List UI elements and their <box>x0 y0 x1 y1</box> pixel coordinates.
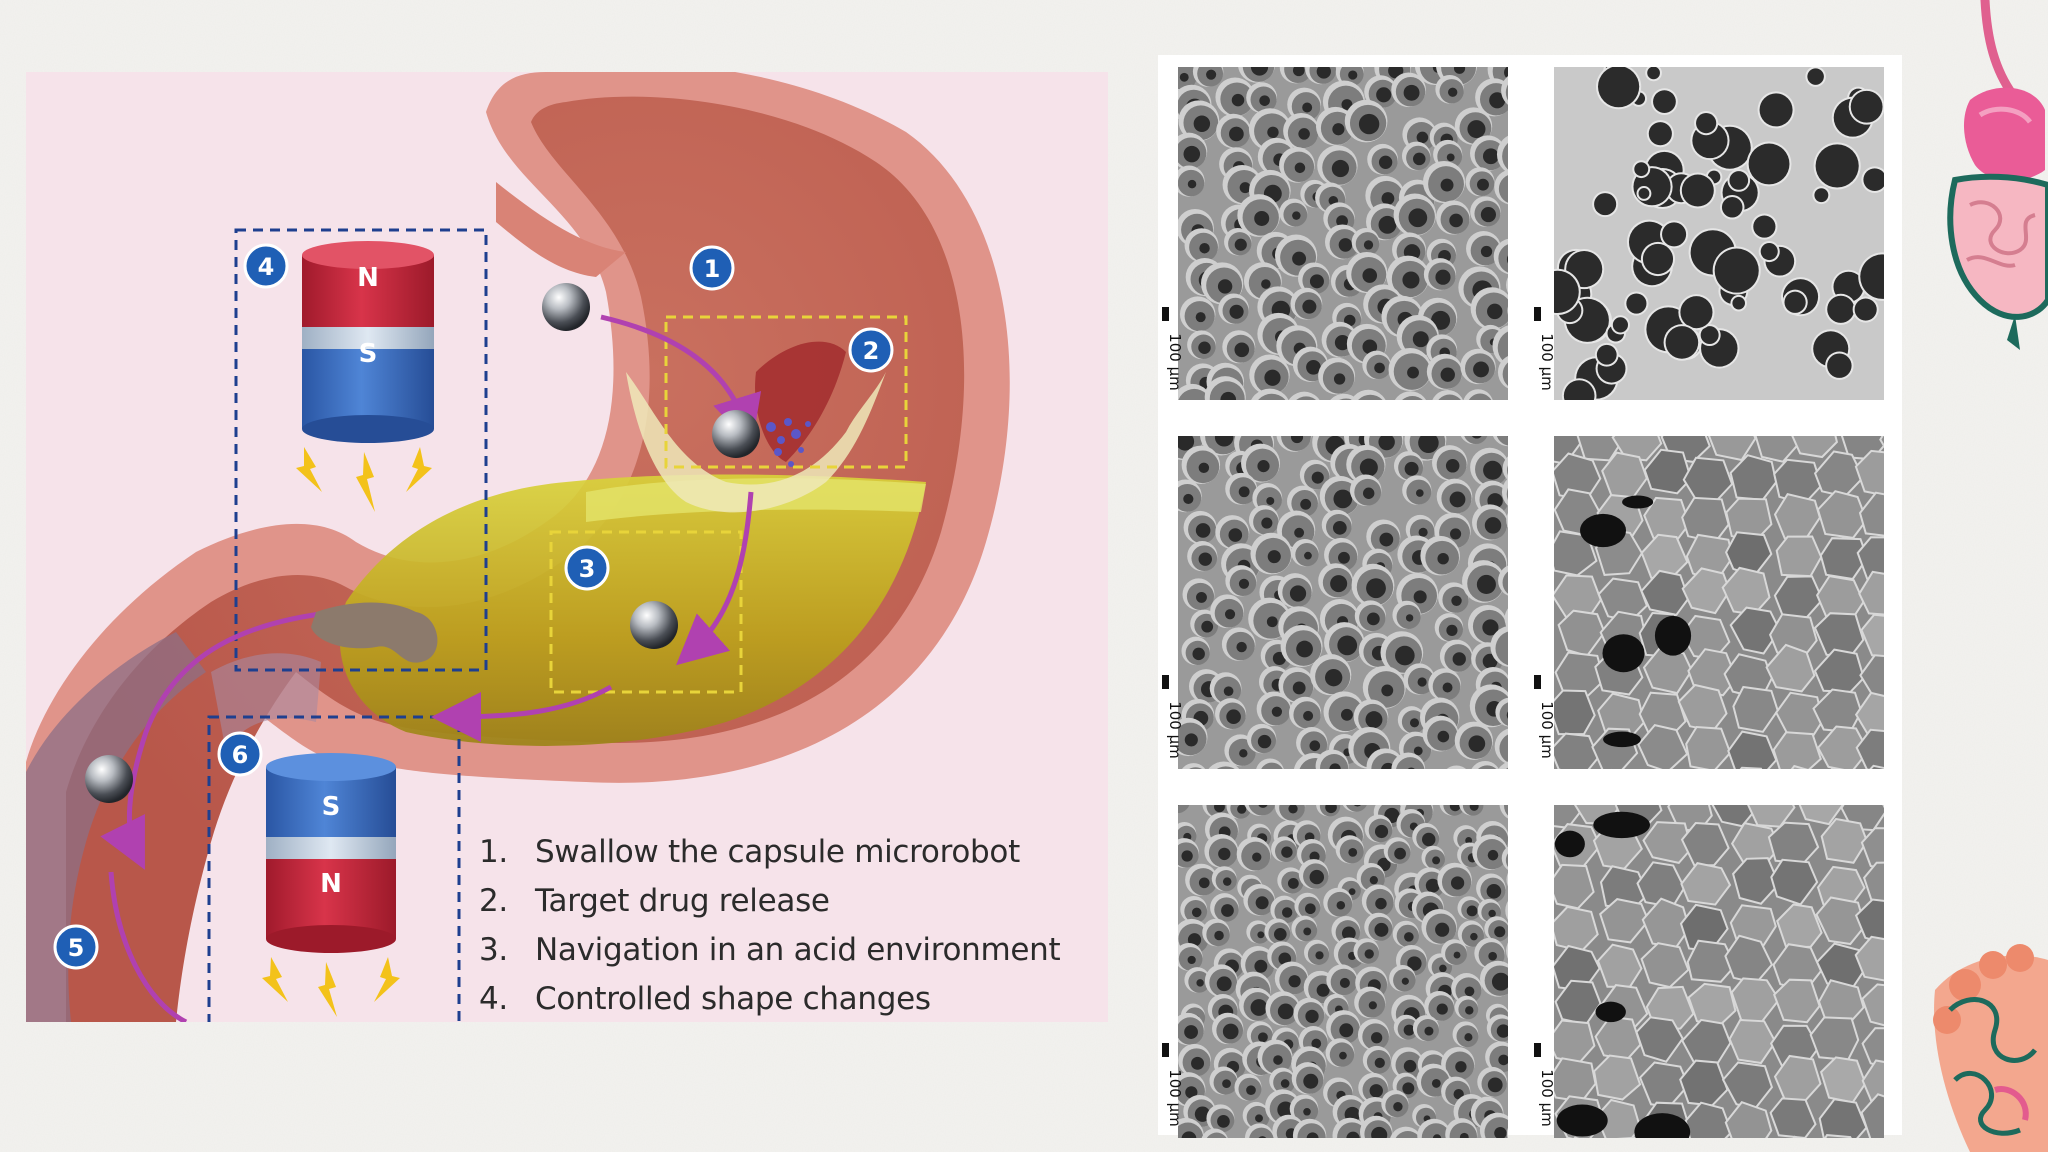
lesion <box>755 341 846 462</box>
microrobot-ball <box>85 755 133 803</box>
sem-image <box>1554 805 1884 1138</box>
sem-image <box>1554 67 1884 400</box>
step-marker-4: 4 <box>243 243 289 289</box>
scale-bar: 100 µm <box>1532 1043 1572 1133</box>
digestive-organ-illustrations <box>1933 0 2048 1152</box>
svg-text:4: 4 <box>258 253 275 281</box>
svg-text:2: 2 <box>863 337 880 365</box>
microrobot-ball <box>542 283 590 331</box>
step-marker-6: 6 <box>217 731 263 777</box>
sem-image <box>1178 805 1508 1138</box>
step-marker-5: 5 <box>53 924 99 970</box>
magnet-bottom-north-label: N <box>320 869 342 899</box>
microrobot-ball <box>630 601 678 649</box>
scale-bar: 100 µm <box>1160 675 1200 765</box>
step-marker-2: 2 <box>848 327 894 373</box>
esophagus <box>496 182 626 277</box>
magnet-top-north-label: N <box>357 263 379 293</box>
scale-bar: 100 µm <box>1532 675 1572 765</box>
magnet-top: N S <box>296 241 434 512</box>
steps-list: 1.Swallow the capsule microrobot 2.Targe… <box>479 834 1079 1022</box>
step-item: 1.Swallow the capsule microrobot <box>479 834 1020 870</box>
navigation-box <box>549 530 743 694</box>
shape-changed-robot <box>311 602 438 663</box>
intestine-icon <box>1933 944 2048 1152</box>
step-marker-1: 1 <box>689 245 735 291</box>
step-marker-3: 3 <box>564 545 610 591</box>
svg-text:6: 6 <box>232 741 249 769</box>
step-item: 3.Navigation in an acid environment <box>479 932 1061 968</box>
magnet-bottom-south-label: S <box>322 792 341 822</box>
acid-splash <box>626 372 886 513</box>
sem-micrograph-grid: 100 µm 100 µm 100 µm 100 µm 100 µm 100 µ… <box>1158 55 1902 1138</box>
duodenum-inner <box>211 653 321 752</box>
stomach-lumen <box>66 96 965 1022</box>
robot-path-arrows <box>100 314 762 1022</box>
svg-text:3: 3 <box>579 555 596 583</box>
magnet-top-south-label: S <box>359 339 378 369</box>
digestive-system-icon <box>1947 0 2048 350</box>
stomach-microrobot-diagram: N S S N <box>26 72 1108 1022</box>
magnet-box-bottom <box>207 715 461 1022</box>
svg-text:5: 5 <box>68 934 85 962</box>
sem-image <box>1554 436 1884 769</box>
sem-image <box>1178 67 1508 400</box>
scale-bar: 100 µm <box>1532 307 1572 397</box>
drug-release-box <box>664 315 908 469</box>
duodenum-loop <box>26 632 206 1022</box>
step-item: 4.Controlled shape changes <box>479 981 931 1017</box>
drug-particles <box>766 418 811 467</box>
svg-text:1: 1 <box>704 255 721 283</box>
microrobot-ball <box>712 410 760 458</box>
step-item: 2.Target drug release <box>479 883 830 919</box>
sem-image <box>1178 436 1508 769</box>
magnet-bottom: S N <box>262 753 400 1017</box>
scale-bar: 100 µm <box>1160 307 1200 397</box>
magnet-box-top <box>234 228 488 672</box>
scale-bar: 100 µm <box>1160 1043 1200 1133</box>
